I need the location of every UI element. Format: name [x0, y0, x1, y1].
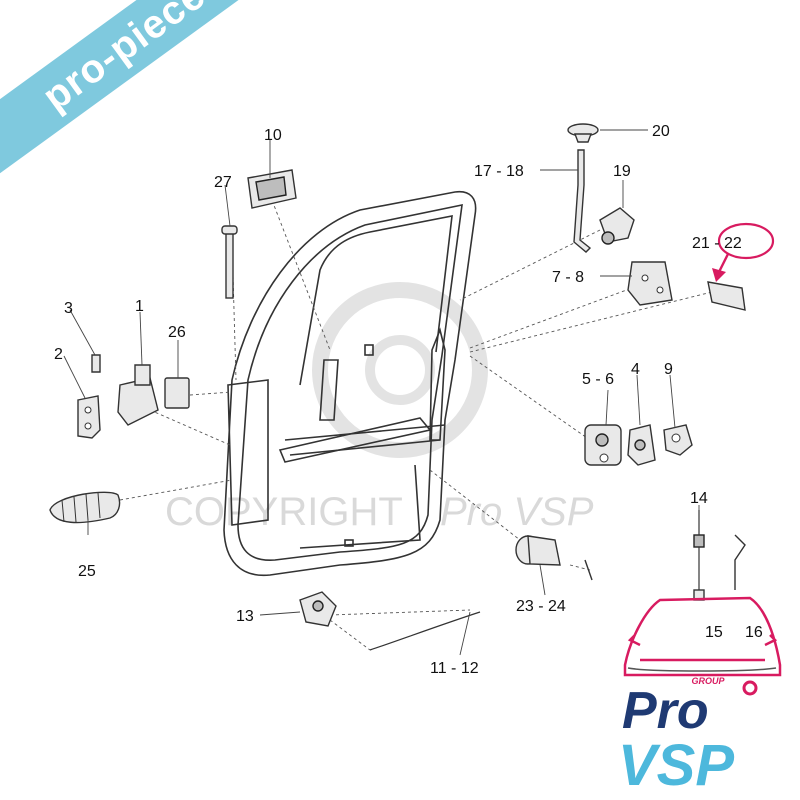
copyright-watermark-text: COPYRIGHT: [165, 490, 403, 534]
part-pin-27: [221, 225, 238, 299]
part-cable-11-12: [369, 611, 481, 651]
part-cylinder-23-24: [515, 535, 593, 581]
callout-20: 20: [652, 123, 670, 140]
part-wire-15-16: [734, 534, 746, 590]
part-inner-handle-10: [247, 169, 297, 209]
callout-2: 2: [54, 346, 63, 363]
part-striker-5-6: [584, 424, 622, 466]
callout-14: 14: [690, 490, 708, 507]
logo-vsp-text: VSP: [618, 733, 734, 798]
pro-vsp-logo: GROUP Pro VSP: [618, 596, 782, 798]
callout-10: 10: [264, 127, 282, 144]
part-rod-17-18: [573, 149, 592, 253]
callout-7-8: 7 - 8: [552, 269, 584, 286]
callout-5-6: 5 - 6: [582, 371, 614, 388]
callout-25: 25: [78, 563, 96, 580]
callout-17-18: 17 - 18: [474, 163, 524, 180]
callout-3: 3: [64, 300, 73, 317]
part-plate-9: [663, 424, 693, 456]
callout-labels: 3 2 1 26 10 27 25 20 17 - 18 19 21 - 22 …: [54, 123, 763, 677]
part-motor-13: [299, 591, 337, 627]
leader-lines: [63, 129, 700, 656]
part-plate-4: [627, 424, 656, 466]
part-bracket-26: [164, 377, 190, 409]
part-lock-7-8: [627, 261, 673, 306]
part-check-strap: [117, 364, 159, 426]
callout-4: 4: [631, 361, 640, 378]
callout-16: 16: [745, 624, 763, 641]
callout-9: 9: [664, 361, 673, 378]
assembly-lines: [119, 194, 721, 651]
callout-26: 26: [168, 324, 186, 341]
part-cover-21-22: [707, 281, 746, 311]
callout-11-12: 11 - 12: [430, 660, 479, 677]
part-hinge-upper: [77, 354, 101, 439]
part-knob-20: [567, 123, 599, 143]
callout-15: 15: [705, 624, 723, 641]
car-outline-icon: [623, 596, 782, 677]
callout-1: 1: [135, 298, 144, 315]
highlight-21-22: [712, 222, 775, 282]
logo-group-text: GROUP: [691, 676, 725, 686]
logo-pro-text: Pro: [622, 682, 709, 740]
logo-hex-icon: [742, 680, 758, 696]
copyright-watermark-brand: Pro VSP: [440, 490, 594, 534]
part-actuator-19: [599, 207, 635, 245]
callout-23-24: 23 - 24: [516, 598, 566, 615]
center-watermark: COPYRIGHT Pro VSP: [165, 282, 594, 534]
callout-21-22: 21 - 22: [692, 235, 742, 252]
callout-13: 13: [236, 608, 254, 625]
callout-19: 19: [613, 163, 631, 180]
door-assembly: [223, 190, 477, 577]
part-seal-25: [49, 491, 121, 524]
callout-27: 27: [214, 174, 232, 191]
